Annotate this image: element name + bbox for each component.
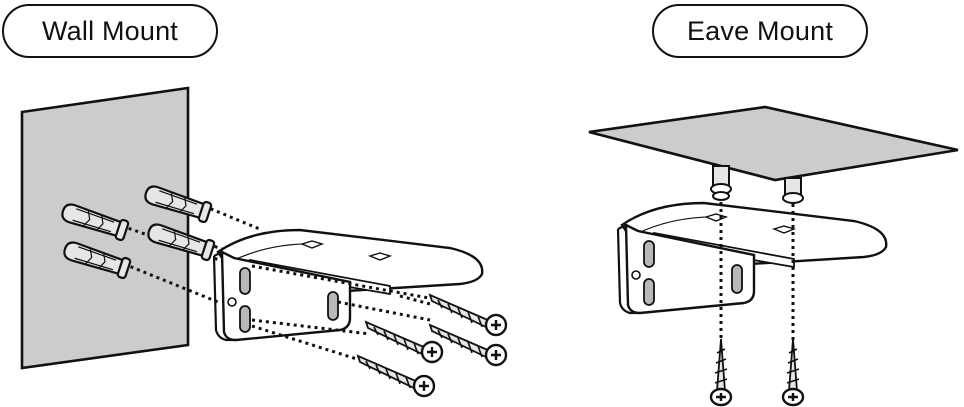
eave-anchor-2 [782,177,804,204]
wall-mount-label: Wall Mount [2,4,218,58]
wall-screw-4 [356,354,436,398]
eave-mount-label-text: Eave Mount [686,15,834,46]
eave-screw-2 [781,337,805,407]
eave-screw-1 [709,337,733,407]
eave-bracket [616,201,888,315]
eave-mount-label: Eave Mount [652,4,868,58]
eave-guide-lines [719,202,795,340]
eave-plate [588,105,959,182]
wall-guide-lines [121,204,263,304]
wall-mount-label-text: Wall Mount [41,15,179,46]
wall-bracket [212,228,484,342]
wall-screw-guide-lines [251,264,441,362]
eave-anchor-1 [710,165,732,201]
